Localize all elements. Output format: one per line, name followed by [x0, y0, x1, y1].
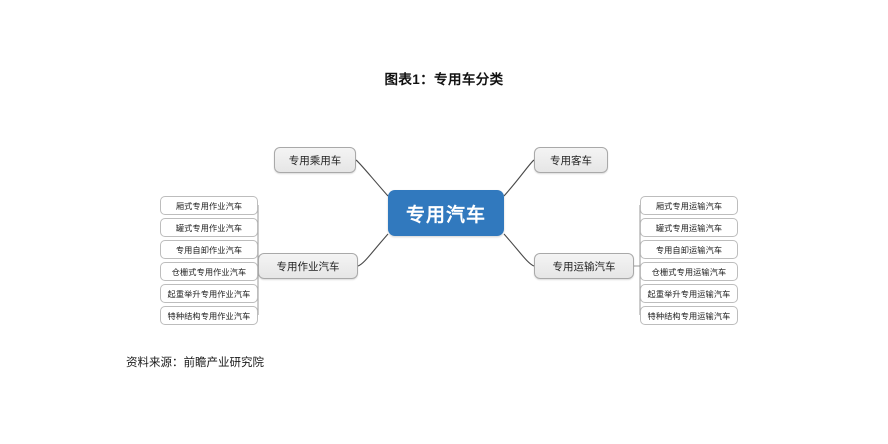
leaf-node[interactable]: 特种结构专用作业汽车 — [160, 306, 258, 325]
leaf-node[interactable]: 罐式专用作业汽车 — [160, 218, 258, 237]
branch-node-work[interactable]: 专用作业汽车 — [258, 253, 358, 279]
leaf-node[interactable]: 专用自卸运输汽车 — [640, 240, 738, 259]
leaf-node[interactable]: 特种结构专用运输汽车 — [640, 306, 738, 325]
leaf-node[interactable]: 起重举升专用作业汽车 — [160, 284, 258, 303]
branch-node-bus[interactable]: 专用客车 — [534, 147, 608, 173]
source-note: 资料来源：前瞻产业研究院 — [126, 357, 264, 369]
leaf-node[interactable]: 专用自卸作业汽车 — [160, 240, 258, 259]
link-root-to-passenger — [355, 159, 389, 197]
root-node[interactable]: 专用汽车 — [388, 190, 504, 236]
branch-node-passenger[interactable]: 专用乘用车 — [274, 147, 356, 173]
link-root-to-transport — [503, 233, 535, 267]
leaf-node[interactable]: 起重举升专用运输汽车 — [640, 284, 738, 303]
leaf-node[interactable]: 厢式专用作业汽车 — [160, 196, 258, 215]
link-root-to-bus — [503, 159, 535, 197]
leaf-node[interactable]: 厢式专用运输汽车 — [640, 196, 738, 215]
leaf-node[interactable]: 仓栅式专用作业汽车 — [160, 262, 258, 281]
page-title: 图表1：专用车分类 — [384, 72, 504, 87]
link-root-to-work — [357, 233, 389, 267]
leaf-node[interactable]: 罐式专用运输汽车 — [640, 218, 738, 237]
branch-node-transport[interactable]: 专用运输汽车 — [534, 253, 634, 279]
leaf-node[interactable]: 仓栅式专用运输汽车 — [640, 262, 738, 281]
